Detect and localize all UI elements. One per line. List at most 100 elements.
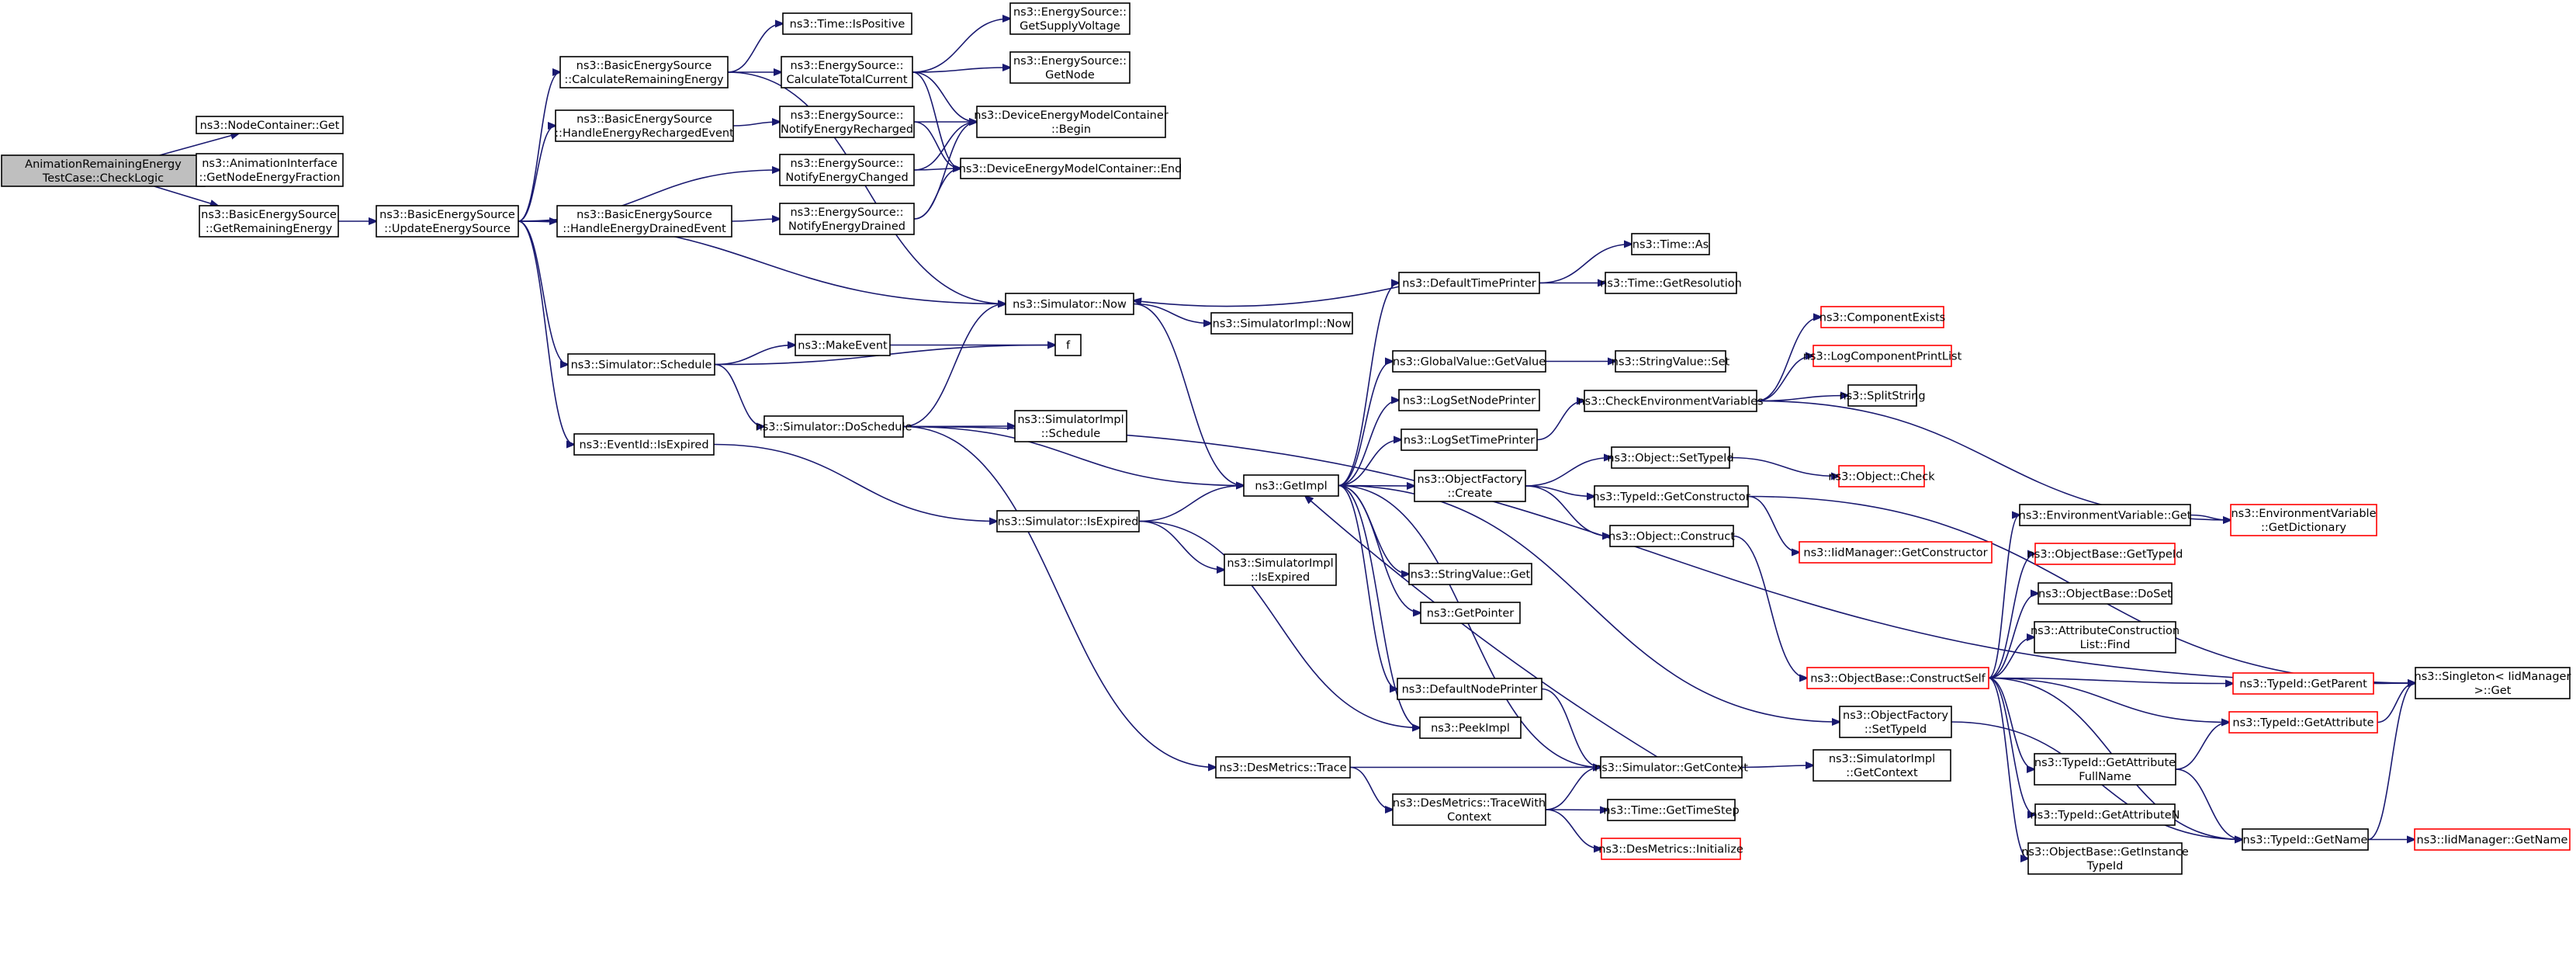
node-simimpl_isexp[interactable]: ns3::SimulatorImpl::IsExpired bbox=[1224, 553, 1337, 586]
node-getimpl[interactable]: ns3::GetImpl bbox=[1243, 474, 1339, 497]
node-singleton_get[interactable]: ns3::Singleton< IidManager>::Get bbox=[2415, 667, 2571, 699]
node-peekimpl[interactable]: ns3::PeekImpl bbox=[1419, 716, 1522, 739]
node-desm_trace[interactable]: ns3::DesMetrics::Trace bbox=[1215, 756, 1351, 779]
node-checkenv[interactable]: ns3::CheckEnvironmentVariables bbox=[1577, 390, 1764, 412]
node-obj_settid[interactable]: ns3::Object::SetTypeId bbox=[1607, 446, 1734, 469]
node-box bbox=[1398, 272, 1540, 294]
node-demc_end[interactable]: ns3::DeviceEnergyModelContainer::End bbox=[959, 158, 1182, 179]
node-obj_check[interactable]: ns3::Object::Check bbox=[1828, 465, 1935, 487]
node-bes_hedev[interactable]: ns3::BasicEnergySource::HandleEnergyDrai… bbox=[556, 205, 732, 238]
node-ob_doset[interactable]: ns3::ObjectBase::DoSet bbox=[2038, 582, 2173, 605]
node-splitstring[interactable]: ns3::SplitString bbox=[1839, 384, 1926, 407]
node-logcpl[interactable]: ns3::LogComponentPrintList bbox=[1803, 345, 1962, 367]
node-of_create[interactable]: ns3::ObjectFactory::Create bbox=[1414, 470, 1526, 502]
node-label: ns3::BasicEnergySource bbox=[576, 60, 712, 72]
node-simimpl_sched[interactable]: ns3::SimulatorImpl::Schedule bbox=[1014, 410, 1127, 442]
node-label: Context bbox=[1447, 811, 1491, 824]
node-time_getres[interactable]: ns3::Time::GetResolution bbox=[1600, 272, 1742, 294]
node-es_nedrn[interactable]: ns3::EnergySource::NotifyEnergyDrained bbox=[779, 203, 915, 235]
node-sim_dosched[interactable]: ns3::Simulator::DoSchedule bbox=[756, 415, 912, 438]
node-of_settid[interactable]: ns3::ObjectFactory::SetTypeId bbox=[1839, 706, 1952, 738]
node-def_tp[interactable]: ns3::DefaultTimePrinter bbox=[1398, 272, 1540, 294]
node-bes_ues[interactable]: ns3::BasicEnergySource::UpdateEnergySour… bbox=[376, 205, 519, 238]
node-box bbox=[1838, 465, 1925, 487]
node-sim_isexp[interactable]: ns3::Simulator::IsExpired bbox=[996, 510, 1140, 533]
node-sim_sched[interactable]: ns3::Simulator::Schedule bbox=[567, 353, 715, 376]
node-es_ctc[interactable]: ns3::EnergySource::CalculateTotalCurrent bbox=[781, 56, 913, 88]
node-es_gnode[interactable]: ns3::EnergySource::GetNode bbox=[1009, 51, 1130, 84]
node-getpointer[interactable]: ns3::GetPointer bbox=[1420, 602, 1521, 624]
node-box bbox=[1392, 350, 1546, 373]
node-f[interactable]: f bbox=[1054, 334, 1082, 356]
node-makeevent[interactable]: ns3::MakeEvent bbox=[795, 334, 891, 356]
node-def_np[interactable]: ns3::DefaultNodePrinter bbox=[1397, 678, 1542, 700]
node-label: ns3::CheckEnvironmentVariables bbox=[1577, 396, 1763, 408]
node-simimpl_getctx[interactable]: ns3::SimulatorImpl::GetContext bbox=[1813, 749, 1951, 782]
node-logsettp[interactable]: ns3::LogSetTimePrinter bbox=[1401, 428, 1538, 451]
node-label: List::Find bbox=[2080, 639, 2131, 651]
node-label: ns3::NodeContainer::Get bbox=[200, 120, 340, 132]
node-box bbox=[559, 56, 729, 88]
node-root[interactable]: AnimationRemainingEnergyTestCase::CheckL… bbox=[1, 154, 206, 187]
edge-getimpl-to-logsetnp bbox=[1338, 401, 1399, 487]
node-time_as[interactable]: ns3::Time::As bbox=[1631, 233, 1710, 255]
node-sv_get[interactable]: ns3::StringValue::Get bbox=[1408, 563, 1532, 585]
node-anim_gnef[interactable]: ns3::AnimationInterface::GetNodeEnergyFr… bbox=[196, 153, 344, 187]
node-box bbox=[1607, 799, 1736, 821]
node-es_gsv[interactable]: ns3::EnergySource::GetSupplyVoltage bbox=[1009, 2, 1130, 35]
node-tid_getctor[interactable]: ns3::TypeId::GetConstructor bbox=[1592, 485, 1750, 508]
node-eventid_isexp[interactable]: ns3::EventId::IsExpired bbox=[573, 433, 715, 456]
node-iidm_getname[interactable]: ns3::IidManager::GetName bbox=[2414, 828, 2571, 851]
node-obj_construct[interactable]: ns3::Object::Construct bbox=[1608, 525, 1735, 547]
node-es_nechg[interactable]: ns3::EnergySource::NotifyEnergyChanged bbox=[779, 154, 915, 186]
edge-ob_constructself-to-tid_getparent bbox=[1988, 677, 2233, 684]
node-box bbox=[1215, 756, 1351, 779]
node-label: ::GetContext bbox=[1846, 767, 1918, 779]
node-box bbox=[795, 334, 891, 356]
node-iidm_getctor[interactable]: ns3::IidManager::GetConstructor bbox=[1799, 541, 1993, 564]
node-label: ns3::Object::Check bbox=[1828, 471, 1935, 484]
node-label: ns3::TypeId::GetName bbox=[2243, 834, 2368, 847]
node-label: ::IsExpired bbox=[1251, 571, 1310, 584]
node-envvar_get[interactable]: ns3::EnvironmentVariable::Get bbox=[2019, 504, 2192, 526]
node-ob_constructself[interactable]: ns3::ObjectBase::ConstructSelf bbox=[1806, 667, 1989, 689]
node-sim_getctx[interactable]: ns3::Simulator::GetContext bbox=[1594, 756, 1748, 779]
node-tid_getname[interactable]: ns3::TypeId::GetName bbox=[2242, 828, 2369, 851]
node-ob_gettid[interactable]: ns3::ObjectBase::GetTypeId bbox=[2027, 543, 2183, 565]
node-tid_getattr[interactable]: ns3::TypeId::GetAttribute bbox=[2228, 711, 2378, 734]
node-label: NotifyEnergyChanged bbox=[785, 172, 908, 184]
edge-sim_dosched-to-sim_now bbox=[902, 304, 1006, 428]
node-nc_get[interactable]: ns3::NodeContainer::Get bbox=[196, 116, 344, 134]
node-time_gettimestep[interactable]: ns3::Time::GetTimeStep bbox=[1603, 799, 1740, 821]
node-sv_set[interactable]: ns3::StringValue::Set bbox=[1612, 350, 1730, 373]
node-tid_getparent[interactable]: ns3::TypeId::GetParent bbox=[2232, 672, 2374, 695]
node-label: ns3::Simulator::IsExpired bbox=[998, 516, 1139, 529]
node-bes_gre[interactable]: ns3::BasicEnergySource::GetRemainingEner… bbox=[199, 205, 339, 238]
node-time_ispos[interactable]: ns3::Time::IsPositive bbox=[782, 12, 912, 35]
node-envvar_getdict[interactable]: ns3::EnvironmentVariable::GetDictionary bbox=[2230, 504, 2377, 536]
node-demc_begin[interactable]: ns3::DeviceEnergyModelContainer::Begin bbox=[974, 106, 1169, 138]
node-bes_cre[interactable]: ns3::BasicEnergySource::CalculateRemaini… bbox=[559, 56, 729, 88]
node-label: ns3::ObjectFactory bbox=[1418, 474, 1523, 486]
edge-bes_hedev-to-es_nedrn bbox=[731, 219, 780, 221]
node-compexists[interactable]: ns3::ComponentExists bbox=[1819, 306, 1946, 328]
node-label: ns3::SimulatorImpl bbox=[1227, 557, 1333, 570]
node-label: ns3::DesMetrics::Initialize bbox=[1598, 844, 1743, 856]
node-tid_getattrn[interactable]: ns3::TypeId::GetAttributeN bbox=[2030, 803, 2180, 826]
node-simimpl_now[interactable]: ns3::SimulatorImpl::Now bbox=[1210, 312, 1353, 335]
node-bes_herev[interactable]: ns3::BasicEnergySource::HandleEnergyRech… bbox=[555, 109, 734, 142]
node-label: ns3::Time::GetTimeStep bbox=[1603, 805, 1739, 817]
edge-desm_twc-to-sim_getctx bbox=[1545, 768, 1601, 810]
node-label: ns3::ObjectBase::ConstructSelf bbox=[1810, 673, 1986, 685]
node-es_nerech[interactable]: ns3::EnergySource::NotifyEnergyRecharged bbox=[779, 106, 915, 138]
node-desm_init[interactable]: ns3::DesMetrics::Initialize bbox=[1598, 838, 1743, 860]
edge-sim_dosched-to-getimpl bbox=[902, 425, 1244, 486]
node-sim_now[interactable]: ns3::Simulator::Now bbox=[1005, 293, 1134, 315]
node-box bbox=[567, 353, 715, 376]
node-gv_getvalue[interactable]: ns3::GlobalValue::GetValue bbox=[1392, 350, 1546, 373]
node-logsetnp[interactable]: ns3::LogSetNodePrinter bbox=[1398, 389, 1540, 411]
